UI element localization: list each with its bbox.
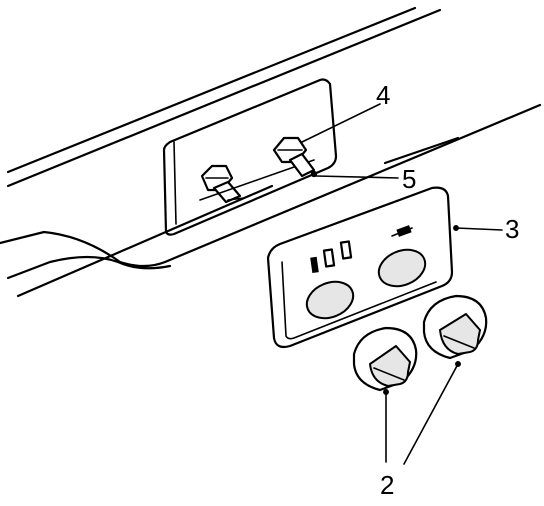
callout-3: 3: [505, 214, 519, 244]
leader-lines: [301, 103, 503, 465]
indicator-mark: [339, 240, 353, 260]
leader-3: [455, 227, 503, 231]
leader-2b-dot: [455, 361, 461, 367]
stem-tip-dot: [310, 170, 318, 178]
knob-opening-right: [377, 248, 427, 288]
right-control-shaft: [272, 136, 318, 178]
callout-4: 4: [376, 80, 390, 110]
callout-5: 5: [402, 164, 416, 194]
indicator-mark: [322, 248, 336, 268]
control-recess: [162, 78, 338, 236]
indicator-mark: [396, 225, 412, 237]
callout-2: 2: [380, 470, 394, 500]
front-trim-plate: [266, 186, 454, 349]
leader-4: [301, 103, 381, 143]
knob-left: [352, 326, 418, 392]
knob-opening-left: [305, 280, 355, 320]
leader-5: [315, 175, 399, 179]
leader-2b: [403, 363, 459, 465]
leader-3-dot: [453, 225, 459, 231]
indicator-mark: [310, 256, 319, 274]
knob-right: [422, 294, 488, 360]
housing-body: [0, 6, 542, 298]
leader-2a-dot: [383, 389, 389, 395]
